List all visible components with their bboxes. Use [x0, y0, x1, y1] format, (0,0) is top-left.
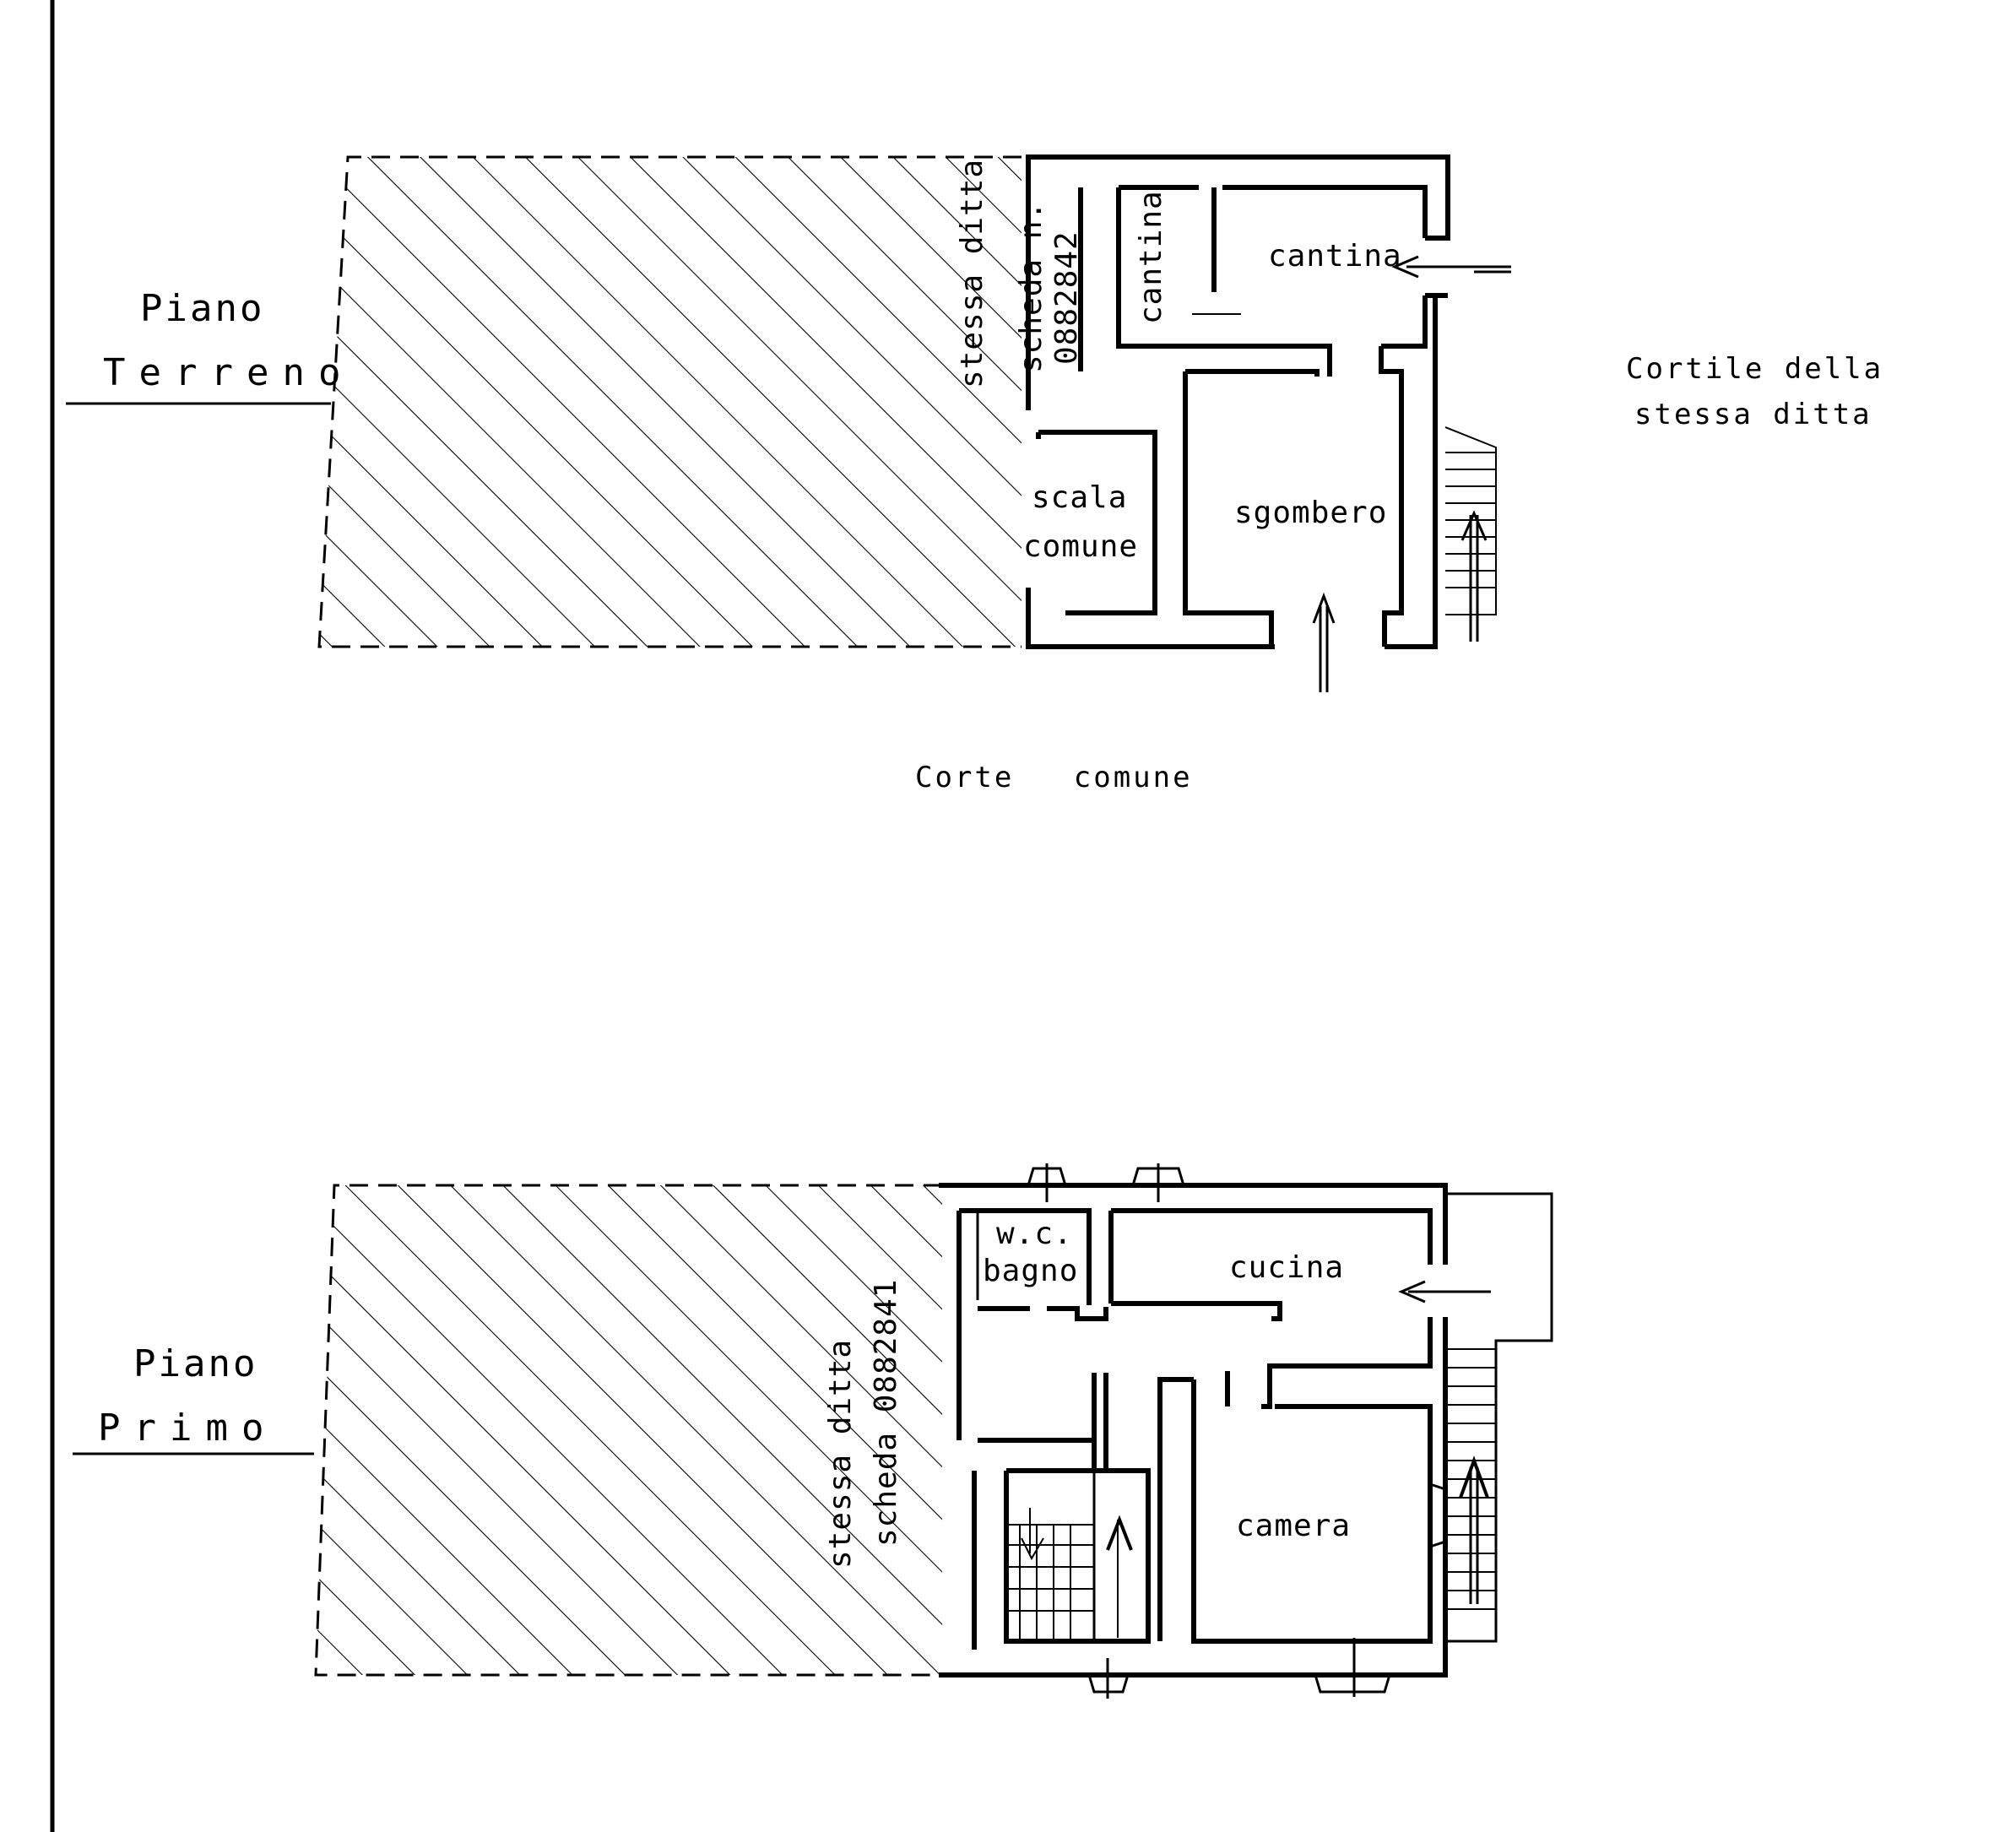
cortile-label-line2: stessa ditta	[1634, 398, 1872, 431]
ground-room-sgombero: sgombero	[1234, 496, 1388, 530]
ground-walls	[1026, 154, 1450, 649]
first-neighbour-scheda: scheda 0882841	[869, 1278, 903, 1547]
first-inner-stairs	[1006, 1508, 1133, 1641]
corte-comune-label: Corte comune	[915, 761, 1193, 794]
ground-hatched-boundary	[317, 155, 1022, 648]
ground-floor-title-line2: Terreno	[103, 351, 355, 394]
first-floor-title-line2: Primo	[98, 1407, 278, 1450]
ground-entrance-arrows	[1312, 255, 1511, 692]
ground-neighbour-stessa-ditta: stessa ditta	[955, 158, 989, 388]
first-exterior-stairs	[1445, 1192, 1553, 1643]
first-windows	[1027, 1163, 1447, 1699]
ground-room-scala-line1: scala	[1032, 480, 1128, 515]
first-entrance-arrow	[1398, 1280, 1491, 1304]
first-hatched-boundary	[314, 1184, 942, 1677]
ground-floor-plan	[66, 154, 1511, 692]
ground-neighbour-scheda-line1: scheda n.	[1014, 200, 1049, 373]
first-room-wc: w.c.	[996, 1217, 1073, 1251]
ground-floor-title-line1: Piano	[140, 287, 265, 330]
first-room-bagno: bagno	[983, 1254, 1079, 1288]
first-room-cucina: cucina	[1229, 1250, 1345, 1285]
ground-room-cantina-small: cantina	[1134, 190, 1168, 324]
ground-neighbour-scheda-line2: 0882842	[1049, 230, 1084, 365]
first-neighbour-stessa-ditta: stessa ditta	[823, 1338, 858, 1569]
first-room-camera: camera	[1236, 1509, 1352, 1543]
cortile-label-line1: Cortile della	[1626, 352, 1884, 386]
ground-room-cantina: cantina	[1268, 239, 1402, 274]
ground-exterior-stairs	[1444, 426, 1497, 642]
first-floor-plan	[73, 1163, 1553, 1699]
first-hatched-area	[316, 1185, 942, 1675]
first-floor-title-line1: Piano	[133, 1342, 258, 1385]
ground-room-scala-line2: comune	[1023, 529, 1139, 564]
ground-hatched-area	[319, 157, 1022, 647]
